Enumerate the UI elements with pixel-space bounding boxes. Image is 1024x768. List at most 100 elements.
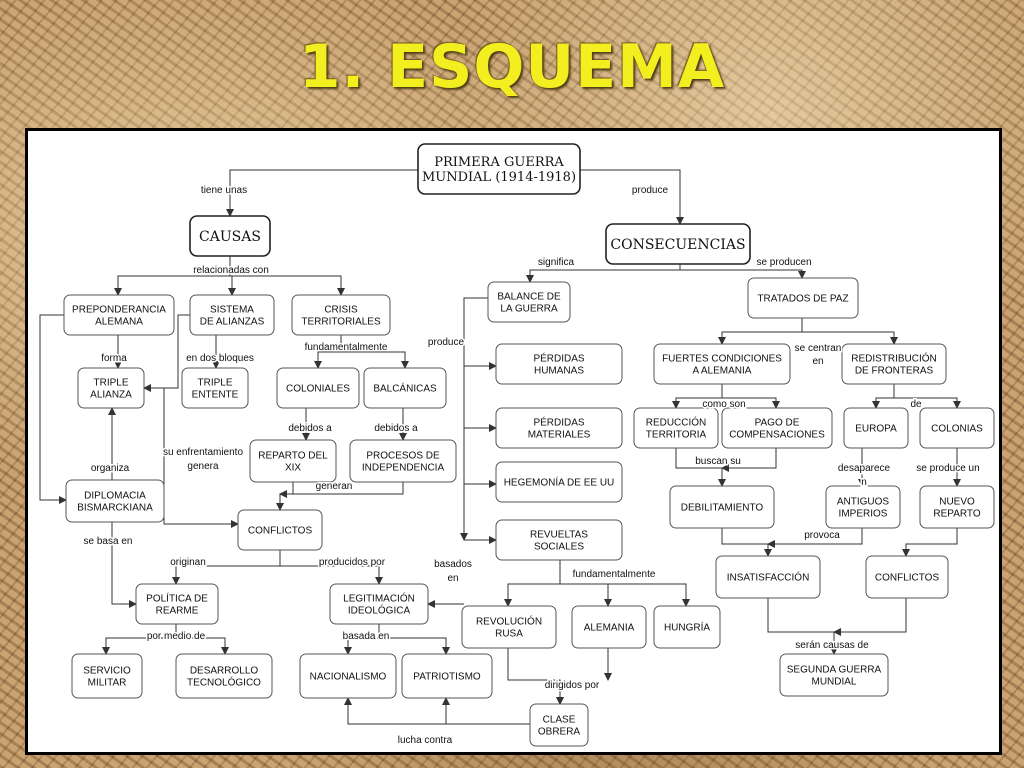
node-text: DESARROLLO — [190, 666, 259, 677]
node-balcanicas: BALCÁNICAS — [363, 367, 447, 409]
node-causas: CAUSAS — [189, 215, 271, 257]
connector — [460, 297, 488, 541]
connector — [902, 528, 958, 557]
connector — [276, 482, 294, 511]
node-text: CRISIS — [324, 305, 358, 316]
node-text: ALEMANA — [95, 317, 143, 328]
connector — [580, 169, 684, 225]
link-label-buscan-su: buscan su — [695, 456, 741, 467]
node-text: PAGO DE — [755, 418, 800, 429]
link-label-se-basa-en: se basa en — [84, 536, 133, 547]
node-tratados: TRATADOS DE PAZ — [747, 277, 859, 319]
node-text: TERRITORIA — [646, 430, 707, 441]
link-label-debidos-a-1: debidos a — [288, 423, 332, 434]
node-text: BALANCE DE — [497, 292, 561, 303]
node-text: FUERTES CONDICIONES — [662, 354, 782, 365]
connector — [228, 275, 236, 296]
connector — [143, 314, 190, 392]
connector — [344, 624, 380, 655]
link-label-tiene-unas: tiene unas — [201, 185, 247, 196]
node-text: REPARTO DEL — [258, 451, 328, 462]
node-text: MUNDIAL — [811, 677, 856, 688]
link-label-forma: forma — [101, 353, 127, 364]
connector — [176, 637, 229, 655]
link-label-provoca: provoca — [804, 530, 840, 541]
node-text: HUMANAS — [534, 366, 584, 377]
node-text: HUNGRÍA — [664, 621, 710, 634]
node-alemania: ALEMANIA — [571, 605, 647, 649]
node-hungria: HUNGRÍA — [653, 605, 721, 649]
connector — [722, 397, 780, 409]
node-text: DE FRONTERAS — [855, 366, 934, 377]
connector — [802, 331, 898, 345]
link-label-se-centran: se centran — [795, 343, 842, 354]
node-text: CONFLICTOS — [248, 526, 313, 537]
connector — [560, 583, 612, 607]
connector — [718, 318, 803, 345]
node-text: RUSA — [495, 629, 523, 640]
node-text: PÉRDIDAS — [533, 352, 584, 365]
node-text: REPARTO — [933, 509, 980, 520]
node-text: TRIPLE — [93, 378, 128, 389]
node-text: REDUCCIÓN — [646, 416, 707, 429]
connector — [526, 264, 681, 283]
node-text: XIX — [285, 463, 301, 474]
node-text: REVUELTAS — [530, 530, 588, 541]
link-label-organiza: organiza — [91, 463, 130, 474]
connector — [767, 598, 838, 655]
link-label-originan: originan — [170, 557, 206, 568]
link-label-en-b: en — [447, 573, 458, 584]
link-label-n: n — [861, 477, 867, 488]
connector — [172, 550, 281, 585]
node-text: COLONIAS — [931, 424, 983, 435]
node-insatisfaccion: INSATISFACCIÓN — [715, 555, 821, 599]
node-text: PRIMERA GUERRA — [434, 155, 564, 170]
connector-lines — [39, 169, 961, 725]
node-text: TRIPLE — [197, 378, 232, 389]
link-label-desaparece: desaparece — [838, 463, 891, 474]
link-label-relacionadas-con: relacionadas con — [193, 265, 269, 276]
node-text: HEGEMONÍA DE EE UU — [504, 476, 615, 489]
node-text: DEBILITAMIENTO — [681, 503, 764, 514]
link-label-seran-causas-de: serán causas de — [795, 640, 869, 651]
link-label-su-enfrentamiento: su enfrentamiento — [163, 447, 243, 458]
link-label-significa: significa — [538, 257, 575, 268]
connector — [102, 624, 177, 655]
node-colonias: COLONIAS — [919, 407, 995, 449]
node-text: BALCÁNICAS — [373, 382, 437, 395]
node-text: NUEVO — [939, 497, 975, 508]
node-text: A ALEMANIA — [693, 366, 752, 377]
link-label-se-produce-un: se produce un — [916, 463, 979, 474]
link-label-genera: genera — [187, 461, 219, 472]
node-text: LA GUERRA — [500, 304, 558, 315]
node-text: OBRERA — [538, 727, 581, 738]
connector — [163, 388, 239, 528]
node-text: INDEPENDENCIA — [362, 463, 445, 474]
node-coloniales: COLONIALES — [276, 367, 360, 409]
connector — [314, 335, 342, 369]
link-label-lucha-contra: lucha contra — [398, 735, 453, 746]
node-text: PREPONDERANCIA — [72, 305, 166, 316]
